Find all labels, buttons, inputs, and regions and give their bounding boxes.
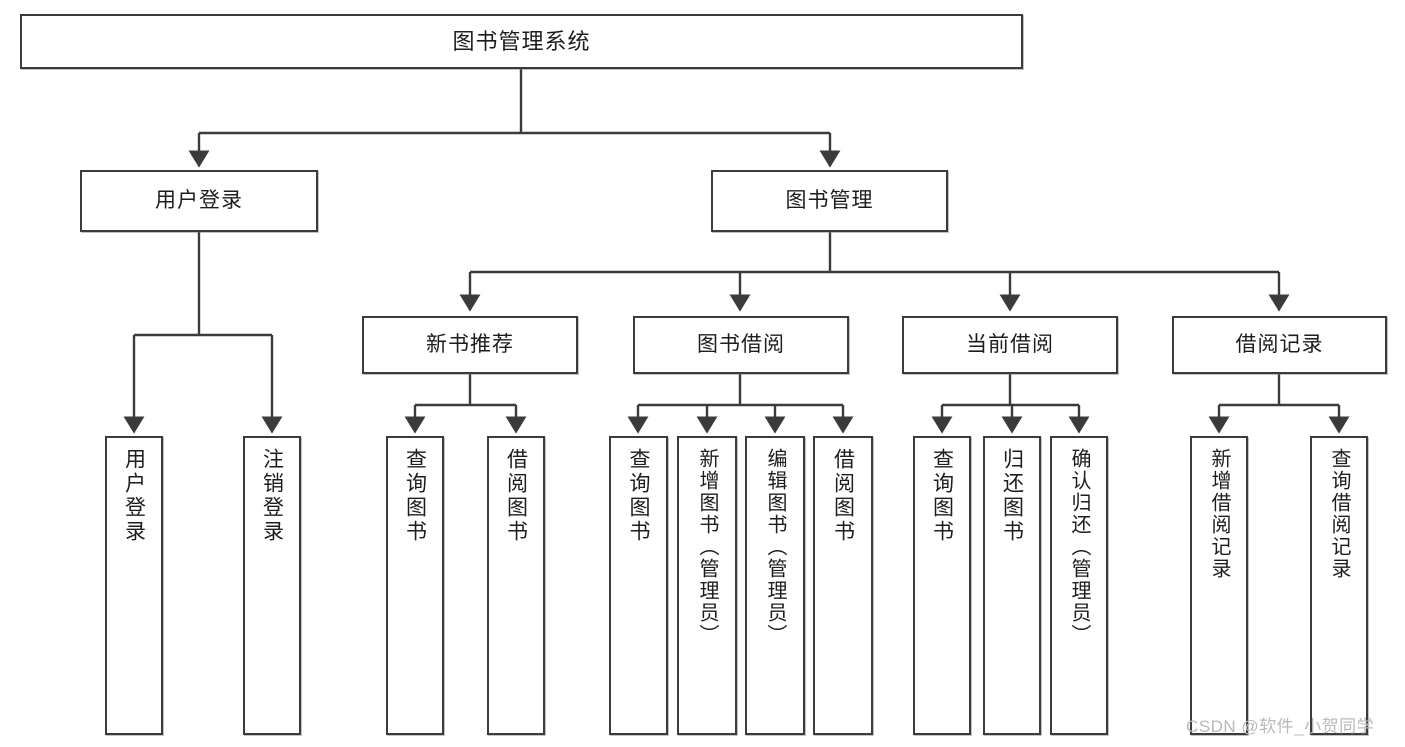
node-leaf-5[interactable]: 新增图书（管理员） [677,436,737,735]
node-level3-2[interactable]: 当前借阅 [902,316,1118,374]
node-leaf-8[interactable]: 查询图书 [913,436,971,735]
node-level2-1-label: 图书管理 [785,188,874,212]
node-leaf-2[interactable]: 查询图书 [386,436,444,735]
node-leaf-7-label: 借阅图书 [831,448,855,544]
node-leaf-0[interactable]: 用户登录 [105,436,163,735]
node-leaf-11[interactable]: 新增借阅记录 [1190,436,1248,735]
node-leaf-12-label: 查询借阅记录 [1328,448,1350,580]
node-leaf-12[interactable]: 查询借阅记录 [1310,436,1368,735]
node-level3-1[interactable]: 图书借阅 [633,316,849,374]
node-leaf-9[interactable]: 归还图书 [983,436,1041,735]
node-level2-0[interactable]: 用户登录 [80,170,318,232]
node-leaf-2-label: 查询图书 [403,448,427,544]
node-root-system-label: 图书管理系统 [452,28,591,54]
node-leaf-8-label: 查询图书 [930,448,954,544]
node-level2-1[interactable]: 图书管理 [711,170,948,232]
node-level2-0-label: 用户登录 [155,188,243,212]
node-leaf-11-label: 新增借阅记录 [1208,448,1230,580]
node-leaf-10-label: 确认归还（管理员） [1068,448,1090,646]
node-level3-2-label: 当前借阅 [966,332,1054,356]
node-level3-3[interactable]: 借阅记录 [1172,316,1387,374]
node-leaf-4[interactable]: 查询图书 [609,436,668,735]
node-level3-0-label: 新书推荐 [426,332,514,356]
node-leaf-10[interactable]: 确认归还（管理员） [1050,436,1108,735]
node-level3-3-label: 借阅记录 [1235,332,1324,356]
node-leaf-0-label: 用户登录 [122,448,146,544]
node-leaf-1[interactable]: 注销登录 [243,436,301,735]
node-level3-0[interactable]: 新书推荐 [362,316,578,374]
node-leaf-6-label: 编辑图书（管理员） [764,448,786,646]
node-leaf-5-label: 新增图书（管理员） [696,448,718,646]
node-root-system[interactable]: 图书管理系统 [20,14,1023,69]
node-level3-1-label: 图书借阅 [697,332,785,356]
node-leaf-7[interactable]: 借阅图书 [813,436,873,735]
node-leaf-3[interactable]: 借阅图书 [487,436,545,735]
node-leaf-4-label: 查询图书 [627,448,650,544]
node-leaf-6[interactable]: 编辑图书（管理员） [745,436,805,735]
csdn-watermark: CSDN @软件_小贺同学 [1186,717,1375,736]
node-leaf-9-label: 归还图书 [1000,448,1024,544]
node-leaf-1-label: 注销登录 [260,448,284,544]
node-leaf-3-label: 借阅图书 [504,448,528,544]
